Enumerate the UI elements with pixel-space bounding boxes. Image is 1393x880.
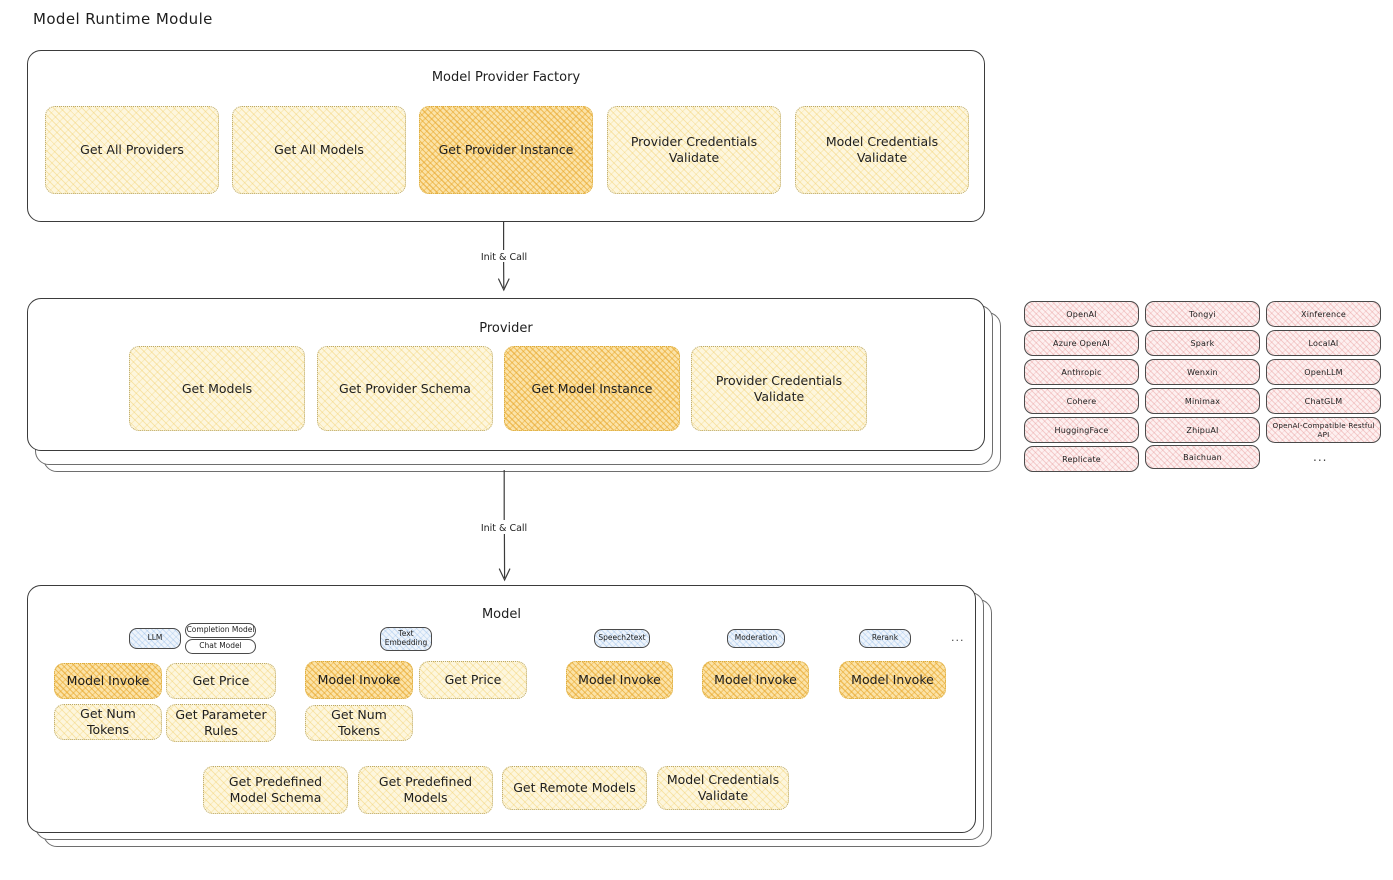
provider-pill-openllm[interactable]: OpenLLM xyxy=(1266,359,1381,385)
node-get-models[interactable]: Get Models xyxy=(129,346,305,431)
provider-pill-openai[interactable]: OpenAI xyxy=(1024,301,1139,327)
node-moderation-model-invoke[interactable]: Model Invoke xyxy=(702,661,809,699)
provider-pill-anthropic[interactable]: Anthropic xyxy=(1024,359,1139,385)
node-get-provider-schema[interactable]: Get Provider Schema xyxy=(317,346,493,431)
provider-title: Provider xyxy=(479,321,533,336)
node-text-embedding-model-invoke[interactable]: Model Invoke xyxy=(305,661,413,699)
provider-pill-openai-compatible[interactable]: OpenAI-Compatible Restful API xyxy=(1266,417,1381,443)
model-subtype-badge-chat-model[interactable]: Chat Model xyxy=(185,639,256,654)
model-type-badge-text-embedding-label: Text Embedding xyxy=(384,629,428,647)
provider-pill-huggingface[interactable]: HuggingFace xyxy=(1024,417,1139,443)
node-llm-get-parameter-rules[interactable]: Get Parameter Rules xyxy=(166,704,276,742)
model-subtype-badge-completion-model[interactable]: Completion Model xyxy=(185,623,256,638)
node-get-all-models[interactable]: Get All Models xyxy=(232,106,406,194)
provider-pill-wenxin[interactable]: Wenxin xyxy=(1145,359,1260,385)
node-speech2text-model-invoke[interactable]: Model Invoke xyxy=(566,661,673,699)
provider-list: OpenAI Azure OpenAI Anthropic Cohere Hug… xyxy=(1024,300,1381,475)
node-provider-credentials-validate[interactable]: Provider Credentials Validate xyxy=(691,346,867,431)
node-get-remote-models[interactable]: Get Remote Models xyxy=(502,766,647,810)
provider-pill-zhipuai[interactable]: ZhipuAI xyxy=(1145,417,1260,443)
provider-pill-spark[interactable]: Spark xyxy=(1145,330,1260,356)
node-get-model-instance[interactable]: Get Model Instance xyxy=(504,346,680,431)
model-provider-factory-title: Model Provider Factory xyxy=(431,70,581,85)
provider-pill-tongyi[interactable]: Tongyi xyxy=(1145,301,1260,327)
node-rerank-model-invoke[interactable]: Model Invoke xyxy=(839,661,946,699)
provider-pill-localai[interactable]: LocalAI xyxy=(1266,330,1381,356)
provider-pill-replicate[interactable]: Replicate xyxy=(1024,446,1139,472)
node-text-embedding-get-price[interactable]: Get Price xyxy=(419,661,527,699)
model-type-badge-moderation[interactable]: Moderation xyxy=(727,629,785,648)
node-model-credentials-validate-factory[interactable]: Model Credentials Validate xyxy=(795,106,969,194)
node-get-provider-instance[interactable]: Get Provider Instance xyxy=(419,106,593,194)
node-provider-credentials-validate-factory[interactable]: Provider Credentials Validate xyxy=(607,106,781,194)
node-llm-get-num-tokens[interactable]: Get Num Tokens xyxy=(54,704,162,740)
arrow-label-init-call-1: Init & Call xyxy=(480,252,528,263)
node-get-predefined-model-schema[interactable]: Get Predefined Model Schema xyxy=(203,766,348,814)
provider-pill-minimax[interactable]: Minimax xyxy=(1145,388,1260,414)
model-type-badge-llm[interactable]: LLM xyxy=(129,628,181,649)
node-llm-model-invoke[interactable]: Model Invoke xyxy=(54,663,162,699)
provider-list-more: ... xyxy=(1313,450,1328,464)
model-types-more: ... xyxy=(951,631,965,644)
model-title: Model xyxy=(481,607,522,622)
page-title: Model Runtime Module xyxy=(33,10,213,28)
provider-pill-chatglm[interactable]: ChatGLM xyxy=(1266,388,1381,414)
provider-pill-baichuan[interactable]: Baichuan xyxy=(1145,445,1260,469)
provider-pill-xinference[interactable]: Xinference xyxy=(1266,301,1381,327)
model-type-badge-speech2text[interactable]: Speech2text xyxy=(594,629,650,648)
node-model-credentials-validate[interactable]: Model Credentials Validate xyxy=(657,766,789,810)
model-type-badge-text-embedding[interactable]: Text Embedding xyxy=(380,627,432,651)
model-type-badge-rerank[interactable]: Rerank xyxy=(859,629,911,648)
arrow-factory-to-provider xyxy=(498,222,510,292)
node-text-embedding-get-num-tokens[interactable]: Get Num Tokens xyxy=(305,705,413,741)
node-get-predefined-models[interactable]: Get Predefined Models xyxy=(358,766,493,814)
node-llm-get-price[interactable]: Get Price xyxy=(166,663,276,699)
provider-pill-azure-openai[interactable]: Azure OpenAI xyxy=(1024,330,1139,356)
provider-pill-cohere[interactable]: Cohere xyxy=(1024,388,1139,414)
arrow-label-init-call-2: Init & Call xyxy=(480,523,528,534)
arrow-provider-to-model xyxy=(498,470,511,582)
node-get-all-providers[interactable]: Get All Providers xyxy=(45,106,219,194)
